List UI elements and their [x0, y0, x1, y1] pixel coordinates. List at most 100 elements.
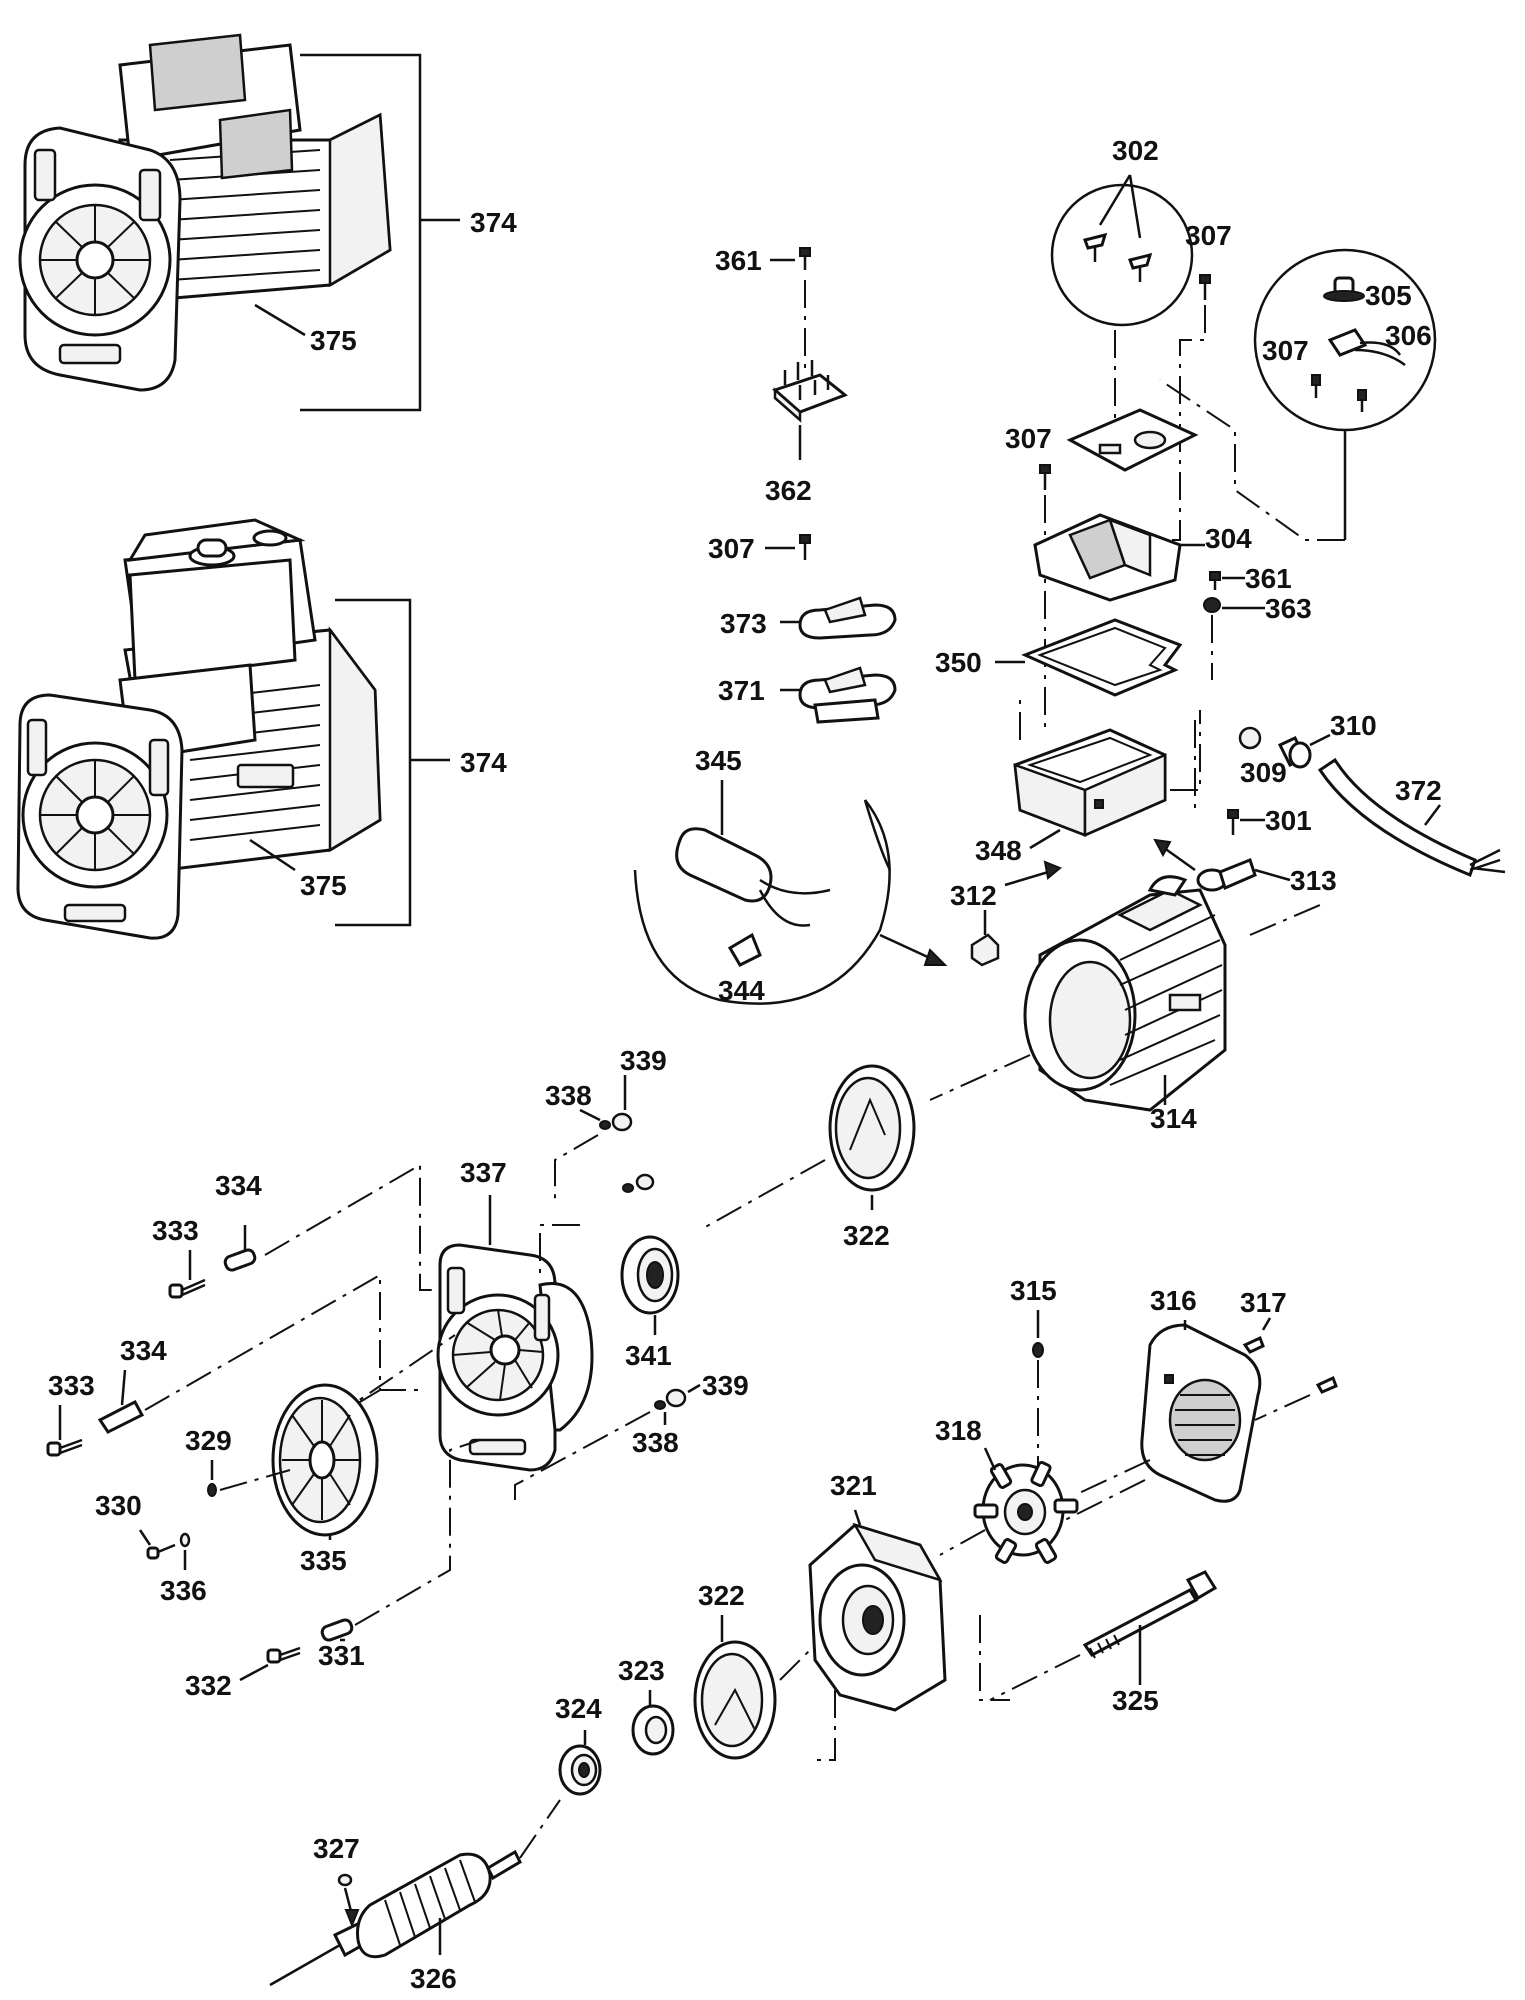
screw-307: [799, 534, 811, 544]
end-shield-337: [436, 1243, 594, 1472]
bearing-324: [558, 1744, 602, 1796]
label-336: 336: [160, 1575, 207, 1606]
label-375: 375: [310, 325, 357, 356]
label-318: 318: [935, 1415, 982, 1446]
label-329: 329: [185, 1425, 232, 1456]
rotor-shaft-326: [269, 1799, 561, 1987]
key-327: [337, 1873, 353, 1887]
label-330: 330: [95, 1490, 142, 1521]
label-326: 326: [410, 1963, 457, 1994]
fan-impeller-318: [973, 1460, 1079, 1564]
washer-323: [631, 1704, 675, 1756]
label-334: 334: [215, 1170, 262, 1201]
label-333: 333: [152, 1215, 199, 1246]
switch-373: [798, 596, 897, 640]
label-348: 348: [975, 835, 1022, 866]
sensor-306: [1327, 328, 1406, 367]
label-310: 310: [1330, 710, 1377, 741]
fan-wheel-335: [271, 1383, 379, 1537]
capacitor-345: [675, 827, 831, 927]
label-361: 361: [1245, 563, 1292, 594]
cable-gland-310: [1277, 736, 1312, 769]
pin-331: [320, 1618, 354, 1642]
label-333: 333: [48, 1370, 95, 1401]
motor-assembly-middle: [16, 518, 382, 940]
screw-307: [1199, 274, 1211, 284]
label-335: 335: [300, 1545, 347, 1576]
nut-309: [1238, 726, 1262, 750]
label-371: 371: [718, 675, 765, 706]
label-324: 324: [555, 1693, 602, 1724]
label-322: 322: [698, 1580, 745, 1611]
seal-322-top: [828, 1064, 916, 1192]
seal-322-bottom: [693, 1640, 777, 1760]
label-316: 316: [1150, 1285, 1197, 1316]
label-334: 334: [120, 1335, 167, 1366]
label-312: 312: [950, 880, 997, 911]
label-362: 362: [765, 475, 812, 506]
label-345: 345: [695, 745, 742, 776]
washer-338: [654, 1400, 666, 1410]
screw-317: [1242, 1335, 1265, 1354]
screw-361: [1209, 571, 1221, 581]
label-374: 374: [470, 207, 517, 238]
grommet-312: [970, 933, 1000, 967]
terminal-box-base-348: [1013, 728, 1167, 837]
label-306: 306: [1385, 320, 1432, 351]
screw-333: [46, 1438, 83, 1457]
terminal-block-362: [772, 360, 848, 423]
label-375: 375: [300, 870, 347, 901]
fan-cover-316: [1140, 1323, 1262, 1503]
bracket-374-top: [300, 53, 422, 412]
screw-332: [266, 1646, 301, 1664]
label-331: 331: [318, 1640, 365, 1671]
label-339: 339: [620, 1045, 667, 1076]
detail-circle-capacitor: [633, 799, 891, 1005]
bracket-374-middle: [335, 598, 412, 927]
label-361: 361: [715, 245, 762, 276]
label-327: 327: [313, 1833, 360, 1864]
label-314: 314: [1150, 1103, 1197, 1134]
label-321: 321: [830, 1470, 877, 1501]
nut-339: [611, 1112, 633, 1132]
screw-307: [1039, 464, 1051, 474]
thermostat-305: [1323, 276, 1365, 302]
screw-302a: [1083, 232, 1108, 250]
plug-344: [727, 932, 762, 967]
key-315: [1032, 1342, 1044, 1358]
screw-317b: [1315, 1375, 1338, 1394]
screw-333: [168, 1278, 206, 1299]
label-309: 309: [1240, 757, 1287, 788]
washer-336: [179, 1532, 191, 1548]
detail-circle-302: [1050, 183, 1194, 327]
label-304: 304: [1205, 523, 1252, 554]
screw-330: [146, 1543, 176, 1560]
cover-plate: [1066, 408, 1199, 472]
label-307: 307: [1005, 423, 1052, 454]
label-323: 323: [618, 1655, 665, 1686]
nut-363: [1203, 597, 1221, 613]
label-332: 332: [185, 1670, 232, 1701]
bearing-341: [620, 1235, 680, 1315]
label-307: 307: [1262, 335, 1309, 366]
label-339: 339: [702, 1370, 749, 1401]
washer-329: [207, 1483, 217, 1497]
label-305: 305: [1365, 280, 1412, 311]
cable-372: [1317, 757, 1477, 877]
label-338: 338: [632, 1427, 679, 1458]
switch-371: [798, 666, 897, 724]
label-307: 307: [1185, 220, 1232, 251]
motor-assembly-top: [18, 33, 392, 392]
label-338: 338: [545, 1080, 592, 1111]
label-307: 307: [708, 533, 755, 564]
label-317: 317: [1240, 1287, 1287, 1318]
cable-lug-313: [1196, 858, 1257, 892]
screw-302b: [1128, 252, 1153, 270]
label-363: 363: [1265, 593, 1312, 624]
label-301: 301: [1265, 805, 1312, 836]
terminal-screw-361: [799, 247, 811, 270]
label-372: 372: [1395, 775, 1442, 806]
label-313: 313: [1290, 865, 1337, 896]
terminal-box-lid-304: [1033, 513, 1182, 602]
